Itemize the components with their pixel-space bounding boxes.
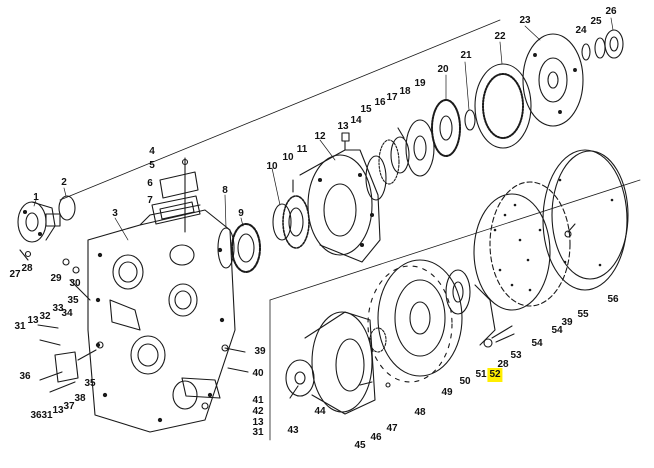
callout-34: 34 xyxy=(61,308,73,319)
part-20-stator xyxy=(431,99,461,157)
callout-16: 16 xyxy=(374,97,386,108)
callout-37: 37 xyxy=(63,401,75,412)
callout-56: 56 xyxy=(607,294,619,305)
callout-10b: 10 xyxy=(282,152,294,163)
parts-24-26-hub-end xyxy=(581,29,624,61)
part-48-rear-housing xyxy=(367,259,463,383)
parts-10-11-bearing-assembly xyxy=(272,179,310,249)
parts-13-14-plug xyxy=(341,132,350,151)
part-23-pump xyxy=(522,33,584,127)
callout-30: 30 xyxy=(69,278,81,289)
callout-31c: 31 xyxy=(252,427,264,438)
part-9-gear xyxy=(231,223,261,273)
callout-50: 50 xyxy=(459,376,471,387)
callout-48: 48 xyxy=(414,407,426,418)
callout-14: 14 xyxy=(350,115,362,126)
callout-20: 20 xyxy=(437,64,449,75)
callout-21: 21 xyxy=(460,50,472,61)
callout-8: 8 xyxy=(222,185,228,196)
callout-19: 19 xyxy=(414,78,426,89)
callout-29: 29 xyxy=(50,273,62,284)
callout-33: 33 xyxy=(52,303,64,314)
callout-13d: 13 xyxy=(252,417,264,428)
parts-49-51-gasket xyxy=(445,269,496,346)
callout-11: 11 xyxy=(296,144,308,155)
part-1-input-flange xyxy=(17,201,61,243)
callout-24: 24 xyxy=(575,25,587,36)
callout-35b: 35 xyxy=(84,378,96,389)
callout-9: 9 xyxy=(238,208,244,219)
callout-28b: 28 xyxy=(497,359,509,370)
callout-38: 38 xyxy=(74,393,86,404)
callout-55: 55 xyxy=(577,309,589,320)
callout-1: 1 xyxy=(33,192,39,203)
callout-23: 23 xyxy=(519,15,531,26)
callout-36a: 36 xyxy=(19,371,31,382)
callout-44: 44 xyxy=(314,406,326,417)
callout-42: 42 xyxy=(252,406,264,417)
callout-4: 4 xyxy=(149,146,155,157)
part-22-turbine-wheel xyxy=(474,63,532,149)
part-2-o-ring xyxy=(58,195,76,221)
parts-43-47-front-cover xyxy=(285,311,391,415)
callout-36b: 36 xyxy=(30,410,42,421)
callout-22: 22 xyxy=(494,31,506,42)
callout-52-highlighted[interactable]: 52 xyxy=(487,368,503,382)
callout-31b: 31 xyxy=(41,410,53,421)
left-bolts-group xyxy=(19,249,104,393)
callout-31a: 31 xyxy=(14,321,26,332)
callout-47: 47 xyxy=(386,423,398,434)
parts-52-53-screw-group xyxy=(483,325,515,348)
part-54-perforated-plates xyxy=(473,181,571,311)
parts-39-42-brackets xyxy=(181,344,249,410)
divider-lines xyxy=(59,19,641,441)
callout-54a: 54 xyxy=(531,338,543,349)
part-12-turbine-housing xyxy=(299,149,381,263)
callout-35a: 35 xyxy=(67,295,79,306)
callout-6: 6 xyxy=(147,178,153,189)
callout-39a: 39 xyxy=(254,346,266,357)
callout-5: 5 xyxy=(149,160,155,171)
callout-13c: 13 xyxy=(52,405,64,416)
parts-4-7-cover-group xyxy=(151,157,201,233)
callout-13: 13 xyxy=(337,121,349,132)
callout-39b: 39 xyxy=(561,317,573,328)
callout-28: 28 xyxy=(21,263,33,274)
callout-13b: 13 xyxy=(27,315,39,326)
part-21-seal xyxy=(464,109,476,131)
callout-51: 51 xyxy=(475,369,487,380)
callout-32: 32 xyxy=(39,311,51,322)
callout-53: 53 xyxy=(510,350,522,361)
callout-26: 26 xyxy=(605,6,617,17)
callout-46: 46 xyxy=(370,432,382,443)
parts-55-56-outer-cover xyxy=(542,149,629,291)
part-3-main-housing xyxy=(87,204,236,433)
parts-15-19-stator-rings xyxy=(365,119,435,201)
callout-41: 41 xyxy=(252,395,264,406)
callout-40: 40 xyxy=(252,368,264,379)
callout-45: 45 xyxy=(354,440,366,451)
callout-25: 25 xyxy=(590,16,602,27)
callout-43: 43 xyxy=(287,425,299,436)
callout-54b: 54 xyxy=(551,325,563,336)
callout-12: 12 xyxy=(314,131,326,142)
callout-3: 3 xyxy=(112,208,118,219)
callout-15: 15 xyxy=(360,104,372,115)
callout-17: 17 xyxy=(386,92,398,103)
callout-49: 49 xyxy=(441,387,453,398)
callout-10: 10 xyxy=(266,161,278,172)
callout-27: 27 xyxy=(9,269,21,280)
callout-18: 18 xyxy=(399,86,411,97)
callout-2: 2 xyxy=(61,177,67,188)
leader-lines xyxy=(33,17,614,241)
callout-7: 7 xyxy=(147,195,153,206)
